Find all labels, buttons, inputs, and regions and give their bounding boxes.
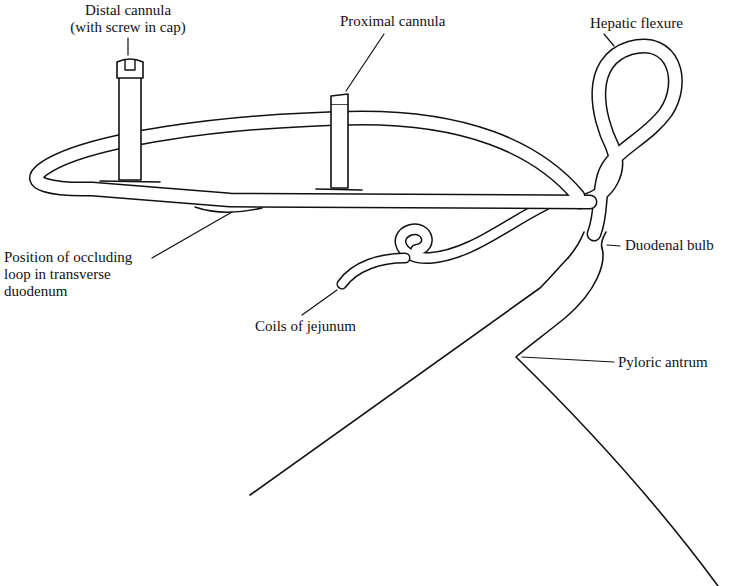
part-label: Hepatic flexure [590,15,683,32]
part-label: Position of occluding loop in transverse… [4,249,144,300]
distal-cannula [100,59,160,182]
stomach-outline [516,248,718,586]
part-label: Pyloric antrum [618,354,708,371]
part-label: Proximal cannula [340,13,445,30]
part-label: Distal cannula (with screw in cap) [69,2,187,36]
leader-line [128,34,620,362]
stomach-outline [250,258,568,495]
part-label: Duodenal bulb [625,237,714,254]
jejunum-coils [342,205,545,284]
part-label: Coils of jejunum [255,318,356,335]
proximal-cannula [316,94,362,190]
